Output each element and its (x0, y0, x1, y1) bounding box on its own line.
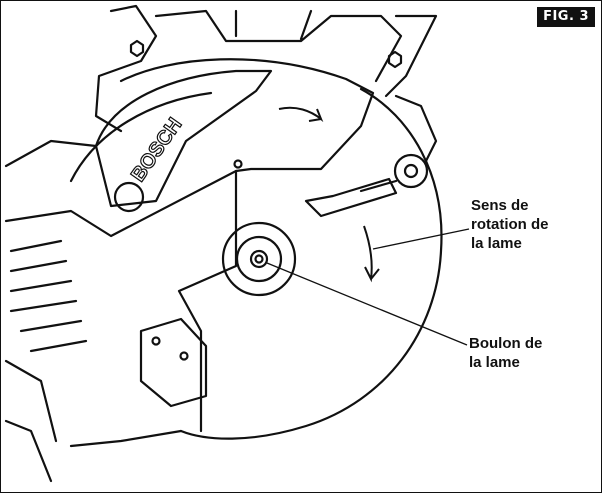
callout-blade-bolt: Boulon de la lame (469, 334, 542, 372)
hex-nut-right (387, 50, 403, 69)
callout-rotation-line-1: Sens de (471, 197, 529, 214)
saw-arm-top (154, 9, 403, 83)
leader-rotation (372, 228, 470, 250)
callout-blade-rotation: Sens de rotation de la lame (471, 196, 549, 253)
upper-guard-inner-panel (94, 69, 273, 208)
callout-bolt-line-1: Boulon de (469, 335, 543, 352)
arbor-bolt (249, 249, 269, 269)
motor-housing (4, 139, 238, 238)
bracket-screw-1 (151, 336, 161, 346)
housing-lower-left (4, 359, 183, 483)
guard-cam-slot (304, 177, 398, 218)
arbor-bolt-center (254, 254, 264, 264)
saw-arm-right (384, 14, 438, 98)
arbor-flange-inner (235, 235, 283, 283)
pivot-pin (233, 159, 243, 169)
callout-rotation-line-2: rotation de (471, 216, 549, 233)
rotation-arrow-top (278, 106, 324, 123)
arbor-flange-outer (221, 221, 297, 297)
brand-lettering: BOSCH (127, 114, 186, 186)
bracket-screw-2 (179, 351, 189, 361)
brand-badge-circle (113, 181, 145, 213)
callout-bolt-line-2: la lame (469, 354, 520, 371)
lower-bracket (139, 317, 208, 408)
figure-number-badge: FIG. 3 (537, 7, 595, 27)
leader-bolt (266, 262, 468, 346)
link-roller-inner (403, 163, 419, 179)
hex-nut-left (129, 39, 145, 58)
blade-outline (179, 87, 443, 440)
upper-guard (119, 58, 375, 433)
rotation-arrow-side (363, 225, 380, 283)
saw-arm-left (94, 4, 158, 133)
callout-rotation-line-3: la lame (471, 235, 522, 252)
link-roller-outer (393, 153, 429, 189)
link-arm (359, 94, 438, 193)
motor-vents (9, 239, 88, 353)
guard-rib (69, 91, 213, 183)
